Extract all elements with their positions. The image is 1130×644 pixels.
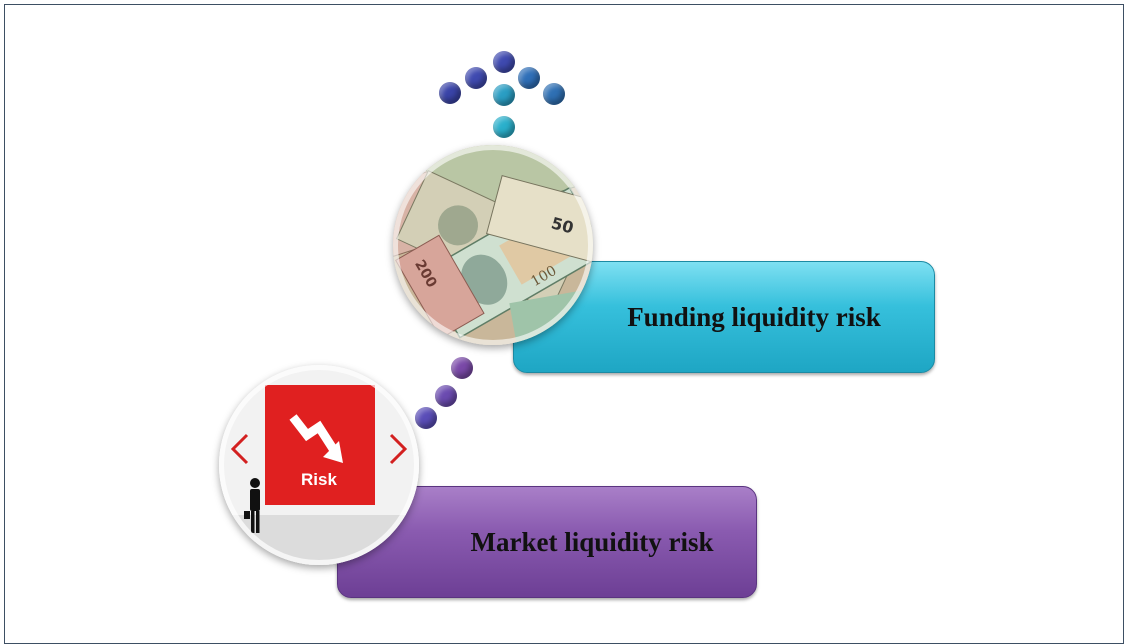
funding-liquidity-risk-box: Funding liquidity risk [513,261,935,373]
arrow-dot [518,67,540,89]
market-liquidity-risk-box: Market liquidity risk [337,486,757,598]
connector-dot [435,385,457,407]
arrow-dot [493,116,515,138]
risk-sign [265,385,375,505]
arrow-dot [465,67,487,89]
arrow-dot [439,82,461,104]
chevron-left-icon [230,433,249,465]
diagram-frame: Funding liquidity risk Market liquidity … [4,4,1124,644]
risk-sign-text: Risk [301,470,337,489]
businessman-figure [244,478,260,533]
risk-image: Risk [219,365,419,565]
arrow-dot [493,51,515,73]
money-image: 100 50 200 [393,145,593,345]
connector-dot [415,407,437,429]
connector-dot [451,357,473,379]
market-liquidity-risk-label: Market liquidity risk [470,526,714,557]
arrow-dot [543,83,565,105]
chevron-right-icon [389,433,408,465]
funding-liquidity-risk-label: Funding liquidity risk [627,301,881,332]
arrow-dot [493,84,515,106]
